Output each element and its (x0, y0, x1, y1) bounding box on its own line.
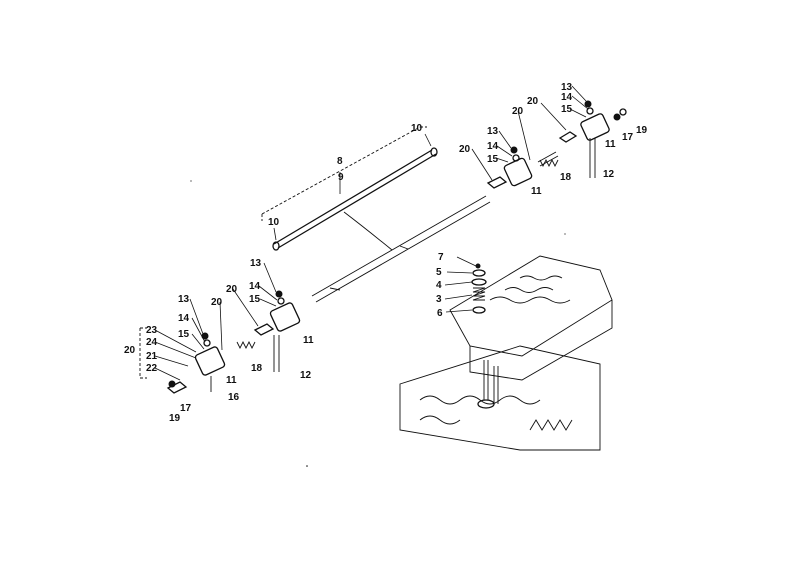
label-22: 22 (146, 363, 158, 374)
label-11-ll: 11 (226, 375, 237, 386)
label-24: 24 (146, 337, 158, 348)
label-15-lm: 15 (249, 294, 261, 305)
label-8: 8 (337, 156, 343, 167)
stray-dot (306, 465, 308, 467)
part-labels: 13 14 15 20 11 17 19 12 13 14 15 20 20 1… (124, 82, 648, 424)
label-13-lm: 13 (250, 258, 262, 269)
label-20-lm: 20 (226, 284, 238, 295)
label-13-ur: 13 (561, 82, 573, 93)
label-13-ll: 13 (178, 294, 190, 305)
label-20-ur: 20 (527, 96, 539, 107)
label-11-ur: 11 (605, 139, 616, 150)
label-15-ur: 15 (561, 104, 573, 115)
stray-dot (190, 180, 192, 182)
rocker-assembly-upper-mid (486, 146, 559, 189)
label-13-um: 13 (487, 126, 499, 137)
label-17-ll: 17 (180, 403, 192, 414)
valve-assembly (471, 263, 499, 409)
label-16: 16 (228, 392, 240, 403)
label-20-ll: 20 (211, 297, 223, 308)
rocker-shaft (311, 195, 491, 303)
label-12-lm: 12 (300, 370, 312, 381)
label-20-brace: 20 (124, 345, 136, 356)
label-19-ur: 19 (636, 125, 648, 136)
rocker-assembly-lower-left (166, 332, 226, 394)
label-15-ll: 15 (178, 329, 190, 340)
label-11-lm: 11 (303, 335, 314, 346)
rocker-shaft-group (261, 126, 438, 251)
label-18-lm: 18 (251, 363, 263, 374)
label-21: 21 (146, 351, 158, 362)
leader-lines (154, 85, 589, 381)
label-19-ll: 19 (169, 413, 181, 424)
cylinder-head (449, 255, 613, 381)
label-17-ur: 17 (622, 132, 634, 143)
cylinder-block (399, 345, 601, 451)
label-6: 6 (437, 308, 443, 319)
label-23: 23 (146, 325, 158, 336)
label-4: 4 (436, 280, 442, 291)
label-5: 5 (436, 267, 442, 278)
label-15-um: 15 (487, 154, 499, 165)
label-10-top: 10 (411, 123, 423, 134)
label-14-ll: 14 (178, 313, 190, 324)
label-14-ur: 14 (561, 92, 573, 103)
stray-dot (564, 233, 566, 235)
label-12-ur: 12 (603, 169, 615, 180)
rocker-assembly-lower-mid (236, 290, 301, 372)
rocker-assembly-upper-right (558, 100, 627, 178)
label-14-lm: 14 (249, 281, 261, 292)
label-9: 9 (338, 172, 344, 183)
label-14-um: 14 (487, 141, 499, 152)
label-11-um: 11 (531, 186, 542, 197)
bracket-brace (139, 327, 147, 379)
label-18-um: 18 (560, 172, 572, 183)
label-7: 7 (438, 252, 444, 263)
label-10-bottom: 10 (268, 217, 280, 228)
label-3: 3 (436, 294, 442, 305)
label-20-um2: 20 (459, 144, 471, 155)
label-20-um: 20 (512, 106, 524, 117)
